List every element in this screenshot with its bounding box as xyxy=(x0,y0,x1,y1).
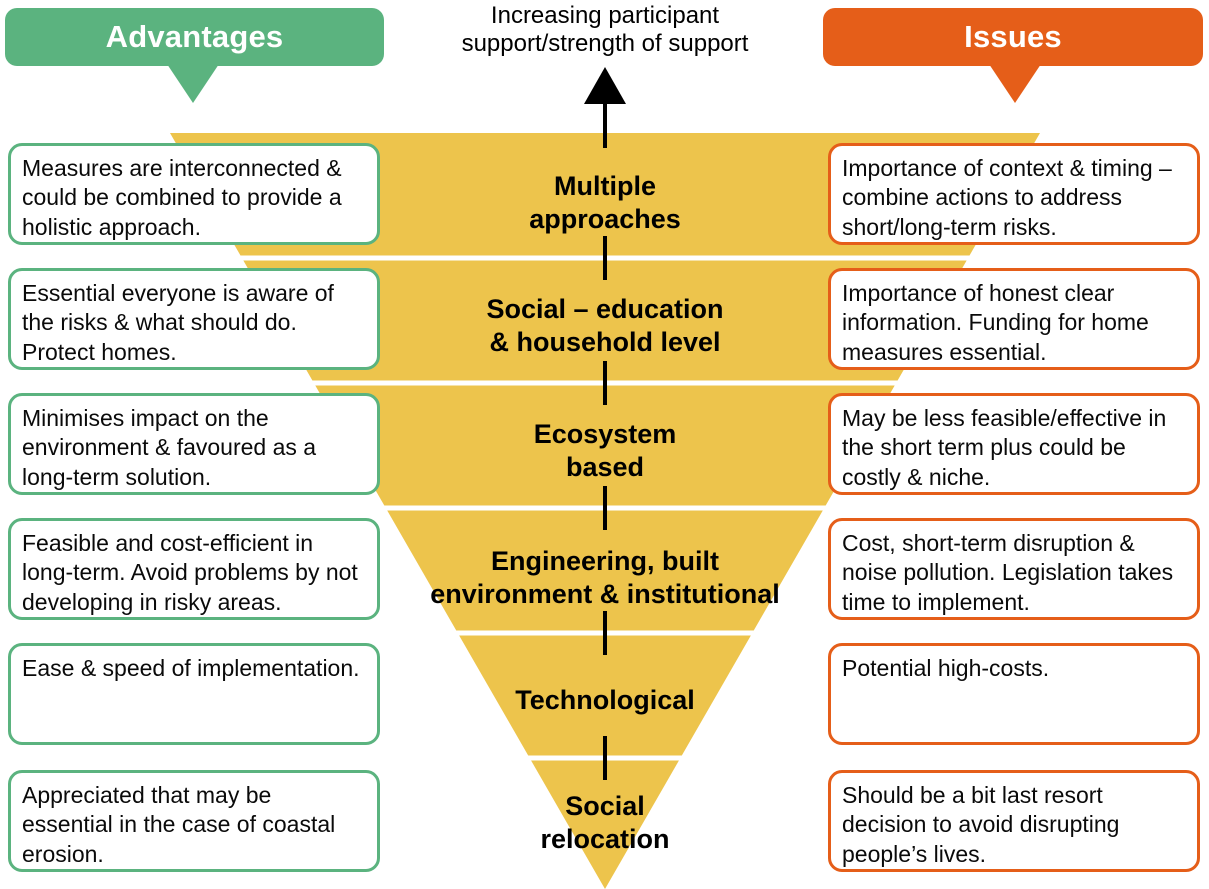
advantage-box-social-relocation: Appreciated that may be essential in the… xyxy=(8,770,380,872)
up-arrow-icon xyxy=(584,67,626,104)
advantages-header: Advantages xyxy=(5,8,384,66)
issues-header: Issues xyxy=(823,8,1203,66)
advantage-box-technological: Ease & speed of implementation. xyxy=(8,643,380,745)
advantages-header-pointer-icon xyxy=(167,64,219,103)
issues-header-label: Issues xyxy=(964,19,1062,54)
issue-box-technological: Potential high-costs. xyxy=(828,643,1200,745)
level-label-engineering: Engineering, built environment & institu… xyxy=(430,546,780,609)
axis-caption: Increasing participant support/strength … xyxy=(461,2,749,58)
issue-box-social-education: Importance of honest clear information. … xyxy=(828,268,1200,370)
advantage-box-social-education: Essential everyone is aware of the risks… xyxy=(8,268,380,370)
advantages-header-label: Advantages xyxy=(105,19,284,54)
advantage-box-ecosystem-based: Minimises impact on the environment & fa… xyxy=(8,393,380,495)
issue-box-engineering: Cost, short-term disruption & noise poll… xyxy=(828,518,1200,620)
issue-box-ecosystem-based: May be less feasible/effective in the sh… xyxy=(828,393,1200,495)
level-label-social-relocation: Social relocation xyxy=(540,791,670,854)
issues-header-pointer-icon xyxy=(989,64,1041,103)
level-label-ecosystem-based: Ecosystem based xyxy=(533,419,677,482)
level-label-social-education: Social – education & household level xyxy=(486,294,724,357)
advantage-box-engineering: Feasible and cost-efficient in long-term… xyxy=(8,518,380,620)
level-label-multiple-approaches: Multiple approaches xyxy=(529,171,681,234)
level-label-technological: Technological xyxy=(515,685,695,715)
issue-box-multiple-approaches: Importance of context & timing – combine… xyxy=(828,143,1200,245)
issue-box-social-relocation: Should be a bit last resort decision to … xyxy=(828,770,1200,872)
advantage-box-multiple-approaches: Measures are interconnected & could be c… xyxy=(8,143,380,245)
